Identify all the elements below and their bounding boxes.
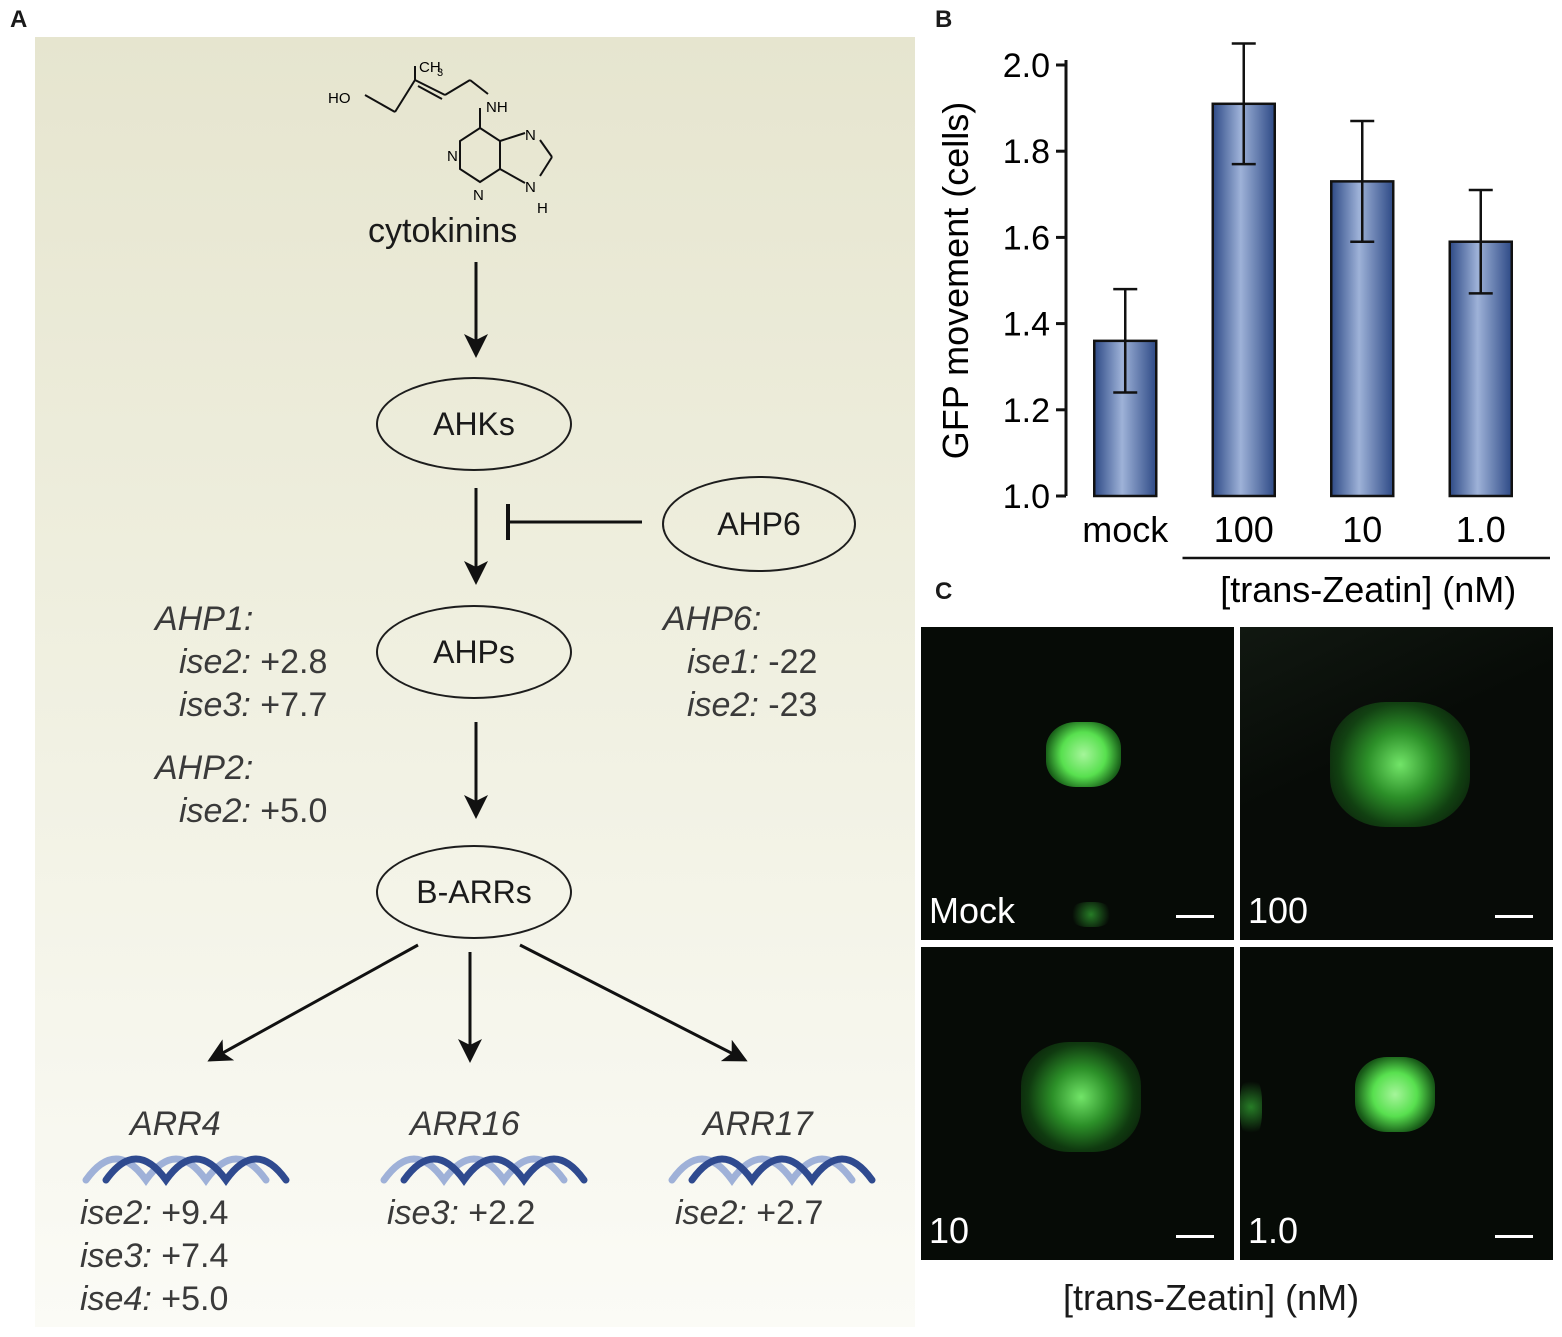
ahp2-title: AHP2: [155, 749, 254, 787]
ahps-node: AHPs [376, 605, 572, 699]
ahp6-label: AHP6 [717, 505, 801, 542]
ahp6-value: -22 [768, 643, 818, 681]
y-tick-label: 1.2 [1003, 392, 1050, 430]
arr17-mutant: ise2: [675, 1194, 747, 1232]
panel-c-letter: C [935, 578, 953, 605]
bar-100 [1211, 102, 1276, 498]
ahp1-title: AHP1: [155, 600, 254, 638]
pathway-arrows [207, 262, 748, 1063]
y-tick-label: 2.0 [1003, 47, 1050, 85]
micrograph-1-0: 1.0 [1240, 947, 1553, 1260]
arr4-mutant: ise4: [80, 1280, 152, 1318]
y-tick-label: 1.6 [1003, 219, 1050, 257]
arr16-value: +2.2 [468, 1194, 536, 1232]
scale-bar [1495, 1235, 1533, 1238]
ahp1-value: +7.7 [260, 686, 328, 724]
arr4-value: +7.4 [161, 1237, 229, 1275]
gfp-signal [1046, 722, 1121, 787]
arrow-barrs-to-arr17 [519, 943, 748, 1062]
arr16-values: ise3: +2.2 [387, 1192, 535, 1235]
micrograph-label: 1.0 [1248, 1210, 1299, 1251]
y-axis-label: GFP movement (cells) [935, 102, 976, 459]
n-label-1: N [447, 148, 458, 165]
ahp6-value: -23 [768, 686, 818, 724]
barrs-label: B-ARRs [416, 873, 532, 910]
ch3-label: CH [419, 59, 441, 76]
gfp-signal [1240, 1077, 1262, 1137]
significance-marker: ** [1231, 30, 1258, 45]
arr4-gene: ARR4 [130, 1105, 221, 1143]
x-tick-label: 1.0 [1456, 509, 1506, 550]
ahks-label: AHKs [433, 405, 515, 442]
arr17-value: +2.7 [756, 1194, 824, 1232]
arr17-gene: ARR17 [703, 1105, 813, 1143]
ahp6-annotation: AHP6: ise1: -22 ise2: -23 [663, 598, 817, 727]
arr16-mutant: ise3: [387, 1194, 459, 1232]
panel-a-letter: A [10, 6, 28, 33]
arr4-values: ise2: +9.4 ise3: +7.4 ise4: +5.0 [80, 1192, 228, 1321]
y-tick-label: 1.4 [1003, 306, 1050, 344]
bar-mock [1093, 339, 1158, 498]
gfp-signal [1330, 702, 1470, 827]
micrograph-label: Mock [929, 890, 1016, 931]
scale-bar [1176, 1235, 1214, 1238]
ahp1-value: +2.8 [260, 643, 328, 681]
x-tick-label: 10 [1342, 509, 1382, 550]
n-label-3: N [525, 127, 536, 144]
panel-c-x-axis-label: [trans-Zeatin] (nM) [1063, 1277, 1360, 1318]
nh-label: NH [486, 99, 508, 116]
gfp-movement-bar-chart: mock 100 ** 10 1.0 1.0 1.2 1.4 1.6 1.8 2.0 GFP mov… [935, 30, 1550, 610]
n-label-4: N [525, 179, 536, 196]
gfp-signal [1021, 1042, 1141, 1152]
dna-helix-icon [380, 1155, 588, 1187]
ahks-node: AHKs [376, 377, 572, 471]
panel-b-letter: B [935, 6, 953, 33]
arr4-value: +5.0 [161, 1280, 229, 1318]
ahp2-mutant: ise2: [179, 792, 251, 830]
barrs-node: B-ARRs [376, 845, 572, 939]
n-label-2: N [473, 187, 484, 204]
dna-helix-icon [668, 1155, 876, 1187]
micrograph-100: 100 [1240, 627, 1553, 940]
ch3-sub-label: 3 [437, 67, 443, 79]
cytokinins-label: cytokinins [368, 212, 518, 250]
y-tick-label: 1.8 [1003, 133, 1050, 171]
scale-bar [1495, 915, 1533, 918]
arr4-value: +9.4 [161, 1194, 229, 1232]
micrograph-label: 10 [929, 1210, 970, 1251]
h-label: H [537, 200, 548, 217]
micrograph-mock: Mock [921, 627, 1234, 940]
ahp1-mutant: ise2: [179, 643, 251, 681]
ahp2-value: +5.0 [260, 792, 328, 830]
gfp-signal [1071, 902, 1111, 927]
ahp1-annotation: AHP1: ise2: +2.8 ise3: +7.7 [155, 598, 327, 727]
x-axis-label: [trans-Zeatin] (nM) [1220, 569, 1516, 610]
ahps-label: AHPs [433, 633, 515, 670]
dna-helix-icon [82, 1155, 290, 1187]
arr17-values: ise2: +2.7 [675, 1192, 823, 1235]
scale-bar [1176, 915, 1214, 918]
cytokinin-structure: CH 3 HO NH N N N N H [328, 59, 553, 217]
ho-label: HO [328, 90, 351, 107]
x-tick-label: mock [1082, 509, 1169, 550]
micrograph-10: 10 [921, 947, 1234, 1260]
micrograph-label: 100 [1248, 890, 1309, 931]
y-tick-label: 1.0 [1003, 478, 1050, 516]
arr4-mutant: ise2: [80, 1194, 152, 1232]
ahp6-mutant: ise2: [687, 686, 759, 724]
ahp2-annotation: AHP2: ise2: +5.0 [155, 747, 327, 833]
gfp-signal [1355, 1057, 1435, 1132]
ahp6-title: AHP6: [663, 600, 762, 638]
arr16-gene: ARR16 [410, 1105, 520, 1143]
ahp1-mutant: ise3: [179, 686, 251, 724]
ahp6-node: AHP6 [662, 476, 856, 572]
x-tick-label: 100 [1214, 509, 1274, 550]
ahp6-mutant: ise1: [687, 643, 759, 681]
arr4-mutant: ise3: [80, 1237, 152, 1275]
arrow-barrs-to-arr4 [207, 943, 419, 1062]
